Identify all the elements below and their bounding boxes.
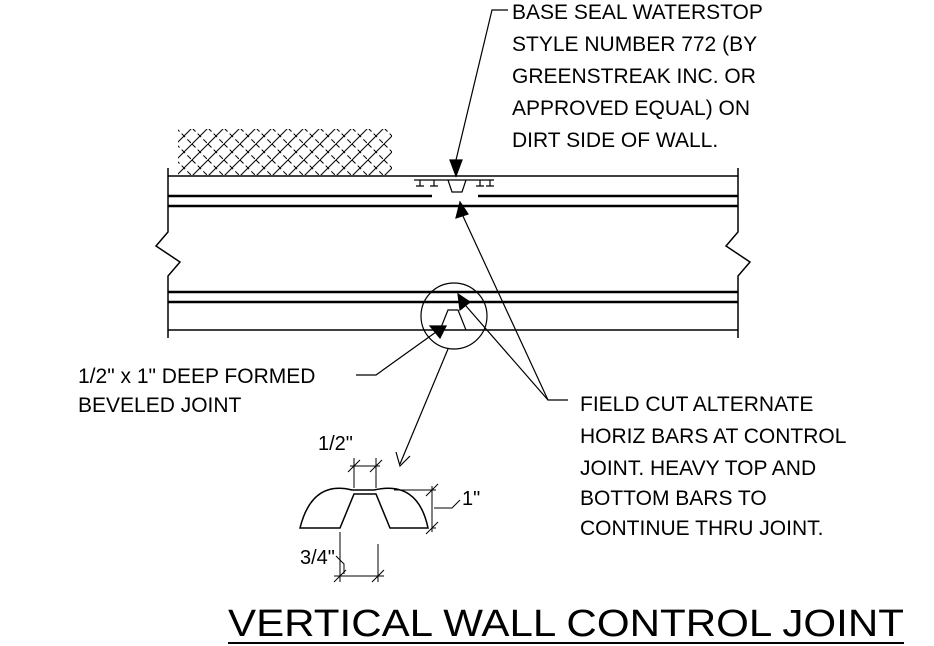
drawing-title: VERTICAL WALL CONTROL JOINT (228, 603, 904, 645)
dim-bevel: 3/4" (300, 547, 335, 569)
dim-top-width: 1/2" (318, 433, 353, 455)
enlarged-joint (299, 458, 461, 583)
dim-depth: 1" (462, 488, 480, 510)
leader-fieldcut (455, 200, 568, 401)
leader-waterstop (449, 9, 508, 178)
detail-circle (420, 282, 488, 350)
waterstop-note: BASE SEAL WATERSTOP STYLE NUMBER 772 (BY… (512, 1, 768, 152)
beveled-joint-note: 1/2" x 1" DEEP FORMED BEVELED JOINT (78, 365, 321, 417)
soil-hatch (178, 129, 392, 175)
field-cut-note: FIELD CUT ALTERNATE HORIZ BARS AT CONTRO… (580, 393, 852, 540)
leader-beveled (356, 325, 447, 376)
waterstop (414, 179, 494, 193)
wall-section (154, 168, 752, 338)
detail-callout-arrow (395, 348, 449, 468)
